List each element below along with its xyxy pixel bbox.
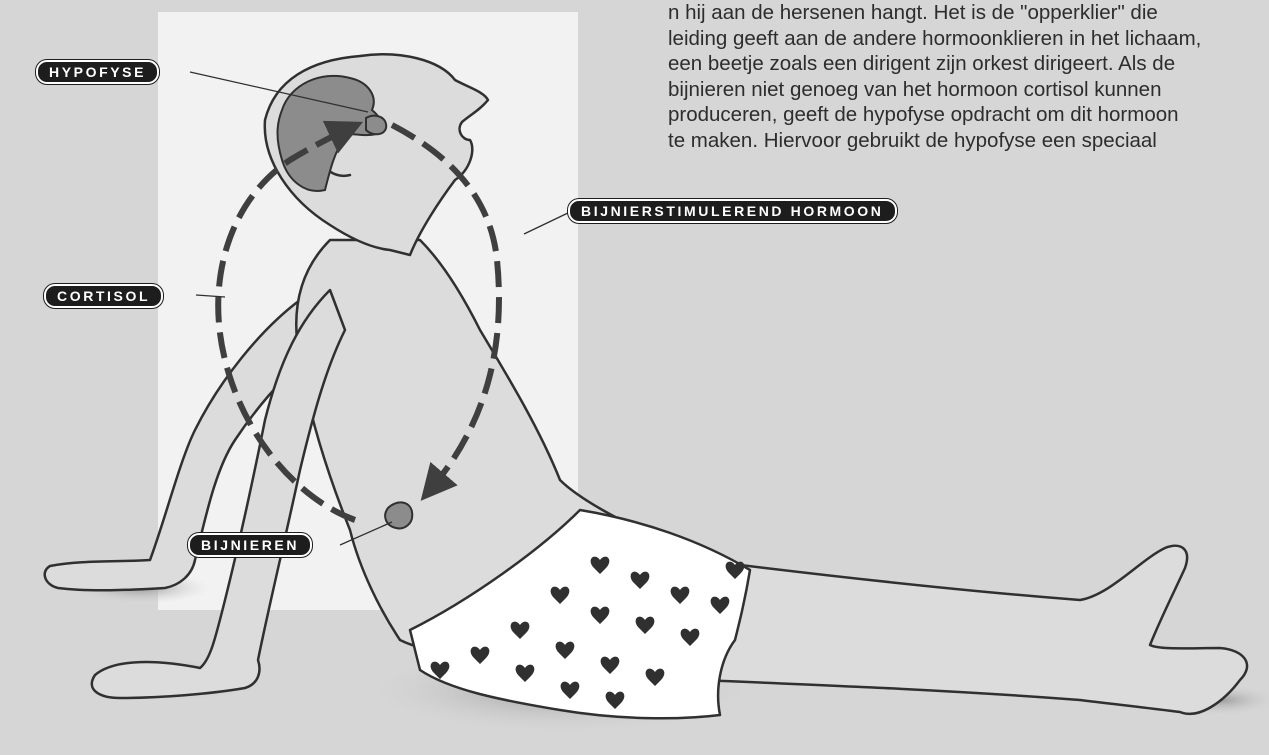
intro-line: leiding geeft aan de andere hormoonklier… (668, 26, 1269, 52)
label-cortisol: CORTISOL (44, 284, 163, 308)
legs (700, 546, 1247, 714)
label-hypofyse: HYPOFYSE (36, 60, 159, 84)
intro-line: produceren, geeft de hypofyse opdracht o… (668, 102, 1269, 128)
intro-line: n hij aan de hersenen hangt. Het is de "… (668, 0, 1269, 26)
intro-line: te maken. Hiervoor gebruikt de hypofyse … (668, 128, 1269, 154)
adrenal-organ (385, 502, 412, 528)
intro-text: n hij aan de hersenen hangt. Het is de "… (668, 0, 1269, 210)
label-bijnierstimulerend-hormoon: BIJNIERSTIMULEREND HORMOON (568, 199, 897, 223)
intro-line: bijnieren niet genoeg van het hormoon co… (668, 77, 1269, 103)
label-bijnieren: BIJNIEREN (188, 533, 312, 557)
hypophysis-organ (366, 116, 386, 135)
intro-line: een beetje zoals een dirigent zijn orkes… (668, 51, 1269, 77)
